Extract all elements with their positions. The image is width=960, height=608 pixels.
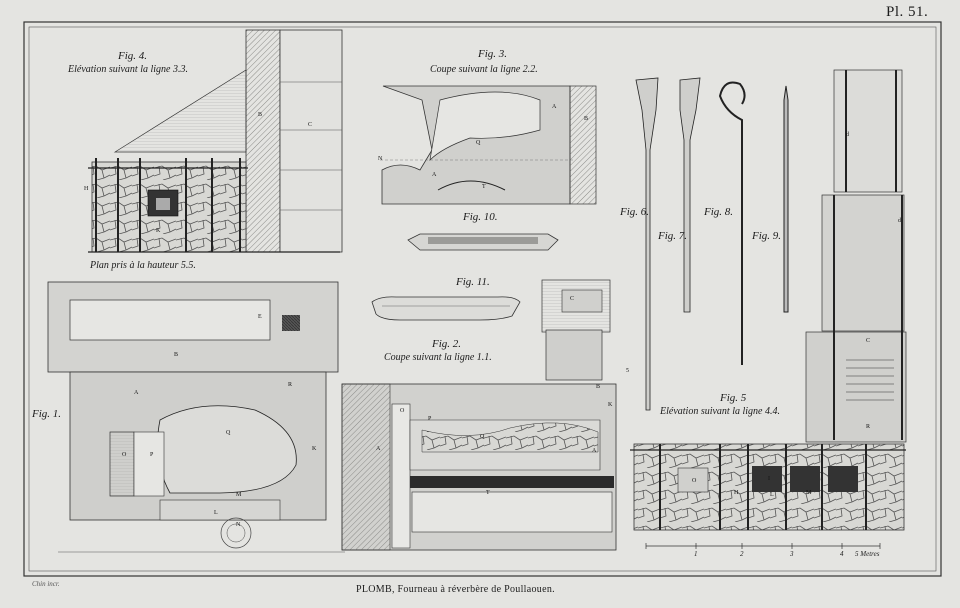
fig4-title: Fig. 4. — [118, 50, 148, 62]
label-T-fig3: T — [482, 184, 486, 190]
label-R-right: R — [866, 424, 871, 430]
fig5-elevation — [630, 443, 906, 531]
label-T-fig2: T — [486, 490, 490, 496]
label-M-fig5: M — [806, 490, 812, 496]
label-d2-right: d — [898, 218, 901, 224]
fig1-title: Fig. 1. — [32, 408, 62, 420]
scale-tick-2: 2 — [740, 550, 744, 558]
fig8-tool — [718, 81, 746, 365]
fig11-trough — [371, 296, 521, 321]
label-K-plan: K — [312, 446, 317, 452]
label-P-fig2: P — [428, 416, 432, 422]
label-O-plan: O — [122, 452, 127, 458]
scale-tick-3: 3 — [790, 550, 794, 558]
fig4-elevation — [88, 29, 343, 253]
scale-tick-1: 1 — [694, 550, 698, 558]
label-L-fig5: L — [770, 492, 774, 498]
scale-tick-4: 4 — [840, 550, 844, 558]
fig8-title: Fig. 8. — [704, 206, 734, 218]
fig10-title: Fig. 10. — [463, 211, 498, 223]
scale-bar — [645, 543, 881, 549]
fig5-caption: Elévation suivant la ligne 4.4. — [660, 406, 780, 417]
label-M-plan: M — [236, 492, 242, 498]
label-H-fig5: H — [734, 490, 739, 496]
fig2-section — [341, 279, 617, 551]
fig1-plan — [47, 281, 345, 553]
fig10-trough — [407, 233, 559, 251]
engraver-credit: Chin incr. — [32, 580, 60, 588]
label-A2-fig3: A — [552, 104, 557, 110]
label-Q-fig2: Q — [480, 434, 485, 440]
label-K-fig2: K — [608, 402, 613, 408]
plan-caption: Plan pris à la hauteur 5.5. — [90, 260, 196, 271]
label-5-fig2: 5 — [626, 368, 629, 374]
scale-tick-5: 5 Metres — [855, 550, 880, 558]
label-N-fig3: N — [378, 156, 383, 162]
fig3-title: Fig. 3. — [478, 48, 508, 60]
fig9-tool — [783, 85, 789, 313]
label-B-plan: B — [174, 352, 179, 358]
label-K: K — [156, 228, 161, 234]
label-B-fig2: B — [596, 384, 601, 390]
fig4-caption: Elévation suivant la ligne 3.3. — [68, 64, 188, 75]
plate-title: PLOMB, Fourneau à réverbère de Poullaoue… — [356, 584, 555, 595]
label-A-fig3: A — [432, 172, 437, 178]
label-E: E — [258, 314, 262, 320]
label-A-fig2: A — [376, 446, 381, 452]
label-O-fig2: O — [400, 408, 405, 414]
fig7-tool — [679, 77, 701, 313]
label-Q-plan: Q — [226, 430, 231, 436]
label-A-plan: A — [134, 390, 139, 396]
label-R-plan: R — [288, 382, 293, 388]
fig9-title: Fig. 9. — [752, 230, 782, 242]
plate-number: Pl. 51. — [886, 4, 929, 20]
label-C: C — [308, 122, 313, 128]
label-B: B — [258, 112, 263, 118]
fig2-title: Fig. 2. — [432, 338, 462, 350]
label-H: H — [84, 186, 89, 192]
label-B-fig3: B — [584, 116, 589, 122]
label-P-plan: P — [150, 452, 154, 458]
plate-inner-border — [28, 26, 937, 572]
fig3-caption: Coupe suivant la ligne 2.2. — [430, 64, 538, 75]
fig3-section — [380, 85, 597, 205]
right-column-elevation — [805, 69, 907, 443]
label-O-fig5: O — [692, 478, 697, 484]
label-N-plan: N — [236, 522, 241, 528]
fig11-title: Fig. 11. — [456, 276, 490, 288]
label-A2-fig2: A — [592, 448, 597, 454]
label-C-right: C — [866, 338, 871, 344]
fig6-tool — [635, 77, 659, 411]
label-C-fig2: C — [570, 296, 575, 302]
label-L-plan: L — [214, 510, 218, 516]
label-I-fig5: I — [768, 476, 770, 482]
fig2-caption: Coupe suivant la ligne 1.1. — [384, 352, 492, 363]
fig5-title: Fig. 5 — [720, 392, 747, 404]
label-Q-fig3: Q — [476, 140, 481, 146]
label-d-right: d — [846, 132, 849, 138]
plate-outer-border — [23, 21, 942, 577]
fig6-title: Fig. 6. — [620, 206, 650, 218]
fig7-title: Fig. 7. — [658, 230, 688, 242]
